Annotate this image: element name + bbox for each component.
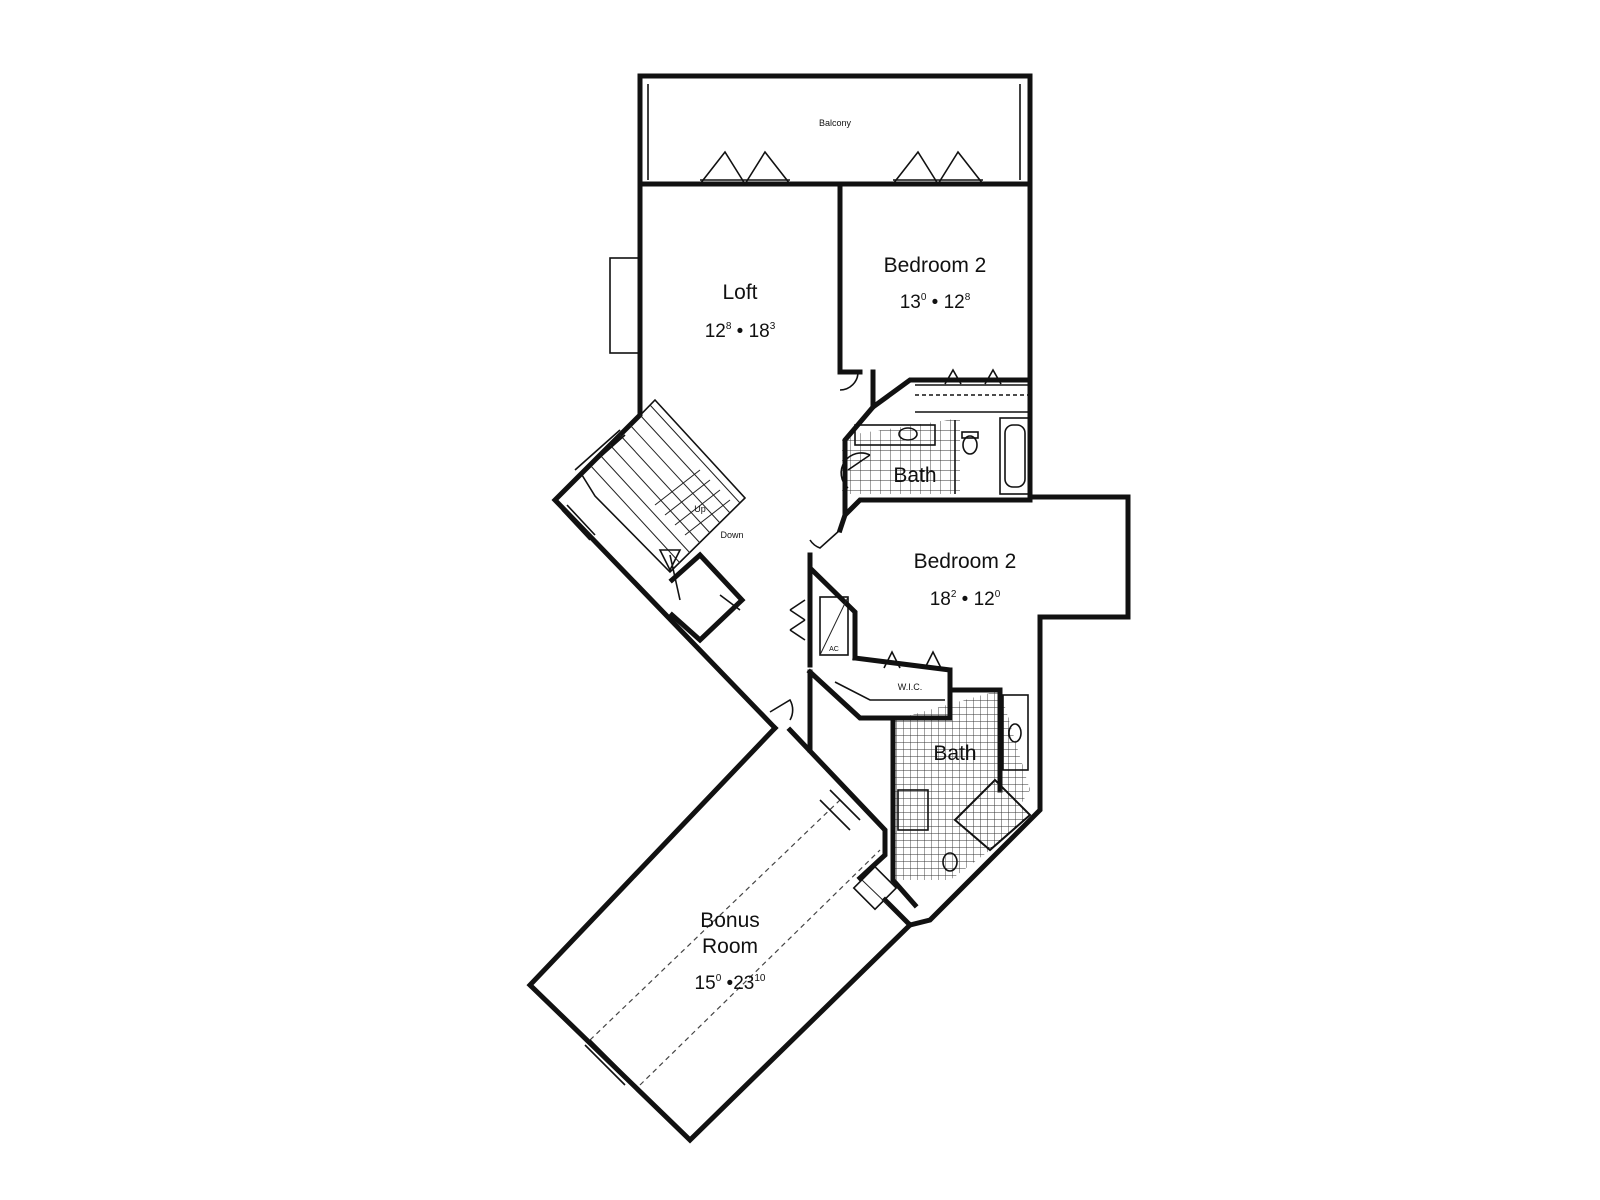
stairs-up-label: Up xyxy=(694,504,706,514)
bonus-room-dimensions: 150 •2310 xyxy=(695,973,766,994)
wing-closet xyxy=(852,865,898,911)
bedroom-mid-dim-a: 18 xyxy=(930,589,951,610)
bedroom-mid-dim-b-sup: 0 xyxy=(995,589,1001,600)
loft-dim-a: 12 xyxy=(705,321,726,342)
lower-bath-fixtures xyxy=(897,694,1032,872)
exterior-walls xyxy=(526,181,1131,1144)
bedroom-top-dim-a-sup: 0 xyxy=(921,292,927,303)
sink-icon xyxy=(1008,723,1022,743)
stair-closet xyxy=(668,551,746,644)
wic-label: W.I.C. xyxy=(898,682,923,692)
door-bedroom-top xyxy=(839,371,859,391)
separator-dot: • xyxy=(727,973,734,994)
bonus-room-dormers xyxy=(584,789,881,1086)
balcony-door-left xyxy=(699,150,791,185)
bedroom-top-dimensions: 130 • 128 xyxy=(900,292,971,313)
closet-door-ac xyxy=(789,599,806,641)
stair-window xyxy=(561,429,626,541)
bonus-room-label-line1: Bonus xyxy=(700,909,760,932)
bath-upper-tile-floor xyxy=(842,418,960,494)
bedroom-mid-dim-b: 12 xyxy=(974,589,995,610)
shower-icon xyxy=(953,778,1032,852)
bedroom-top-dim-b-sup: 8 xyxy=(965,292,971,303)
upper-bath-fixtures xyxy=(854,417,1031,495)
bonus-room-label-line2: Room xyxy=(702,935,758,958)
ac-closet xyxy=(819,596,849,656)
bath-lower-label: Bath xyxy=(933,742,976,765)
bonus-dim-b-sup: 10 xyxy=(754,973,766,984)
loft-dim-b: 18 xyxy=(749,321,770,342)
bath-upper-label: Bath xyxy=(893,464,936,487)
bathtub-icon xyxy=(999,417,1031,495)
stairs-down-label: Down xyxy=(720,530,743,540)
balcony xyxy=(637,73,1033,187)
loft-dimensions: 128 • 183 xyxy=(705,321,776,342)
separator-dot: • xyxy=(737,321,744,342)
bedroom-mid-dimensions: 182 • 120 xyxy=(930,589,1001,610)
toilet-icon xyxy=(942,852,958,872)
bonus-dim-a: 15 xyxy=(695,973,716,994)
wic-doors xyxy=(883,650,942,669)
stairs xyxy=(580,398,747,601)
closet-doors-bedroom-top xyxy=(944,368,1002,385)
bonus-dim-a-sup: 0 xyxy=(716,973,722,984)
toilet-icon xyxy=(962,435,978,455)
loft-label: Loft xyxy=(722,281,757,304)
door-bath-upper xyxy=(840,452,871,489)
sink-icon xyxy=(898,427,918,441)
balcony-door-right xyxy=(892,150,984,185)
loft-dim-a-sup: 8 xyxy=(726,321,732,332)
bedroom-mid-label: Bedroom 2 xyxy=(914,550,1017,573)
interior-walls xyxy=(786,181,1033,909)
bedroom-mid-dim-a-sup: 2 xyxy=(951,589,957,600)
separator-dot: • xyxy=(962,589,969,610)
door-hall-lower xyxy=(769,698,794,721)
separator-dot: • xyxy=(932,292,939,313)
bedroom-top-dim-a: 13 xyxy=(900,292,921,313)
bonus-dim-b: 23 xyxy=(733,973,754,994)
balcony-label: Balcony xyxy=(819,118,852,128)
loft-bay-window xyxy=(609,257,641,354)
loft-dim-b-sup: 3 xyxy=(770,321,776,332)
ac-label: AC xyxy=(829,646,839,653)
door-bedroom-mid xyxy=(809,529,841,549)
bedroom-top-label: Bedroom 2 xyxy=(884,254,987,277)
bedroom-top-dim-b: 12 xyxy=(944,292,965,313)
